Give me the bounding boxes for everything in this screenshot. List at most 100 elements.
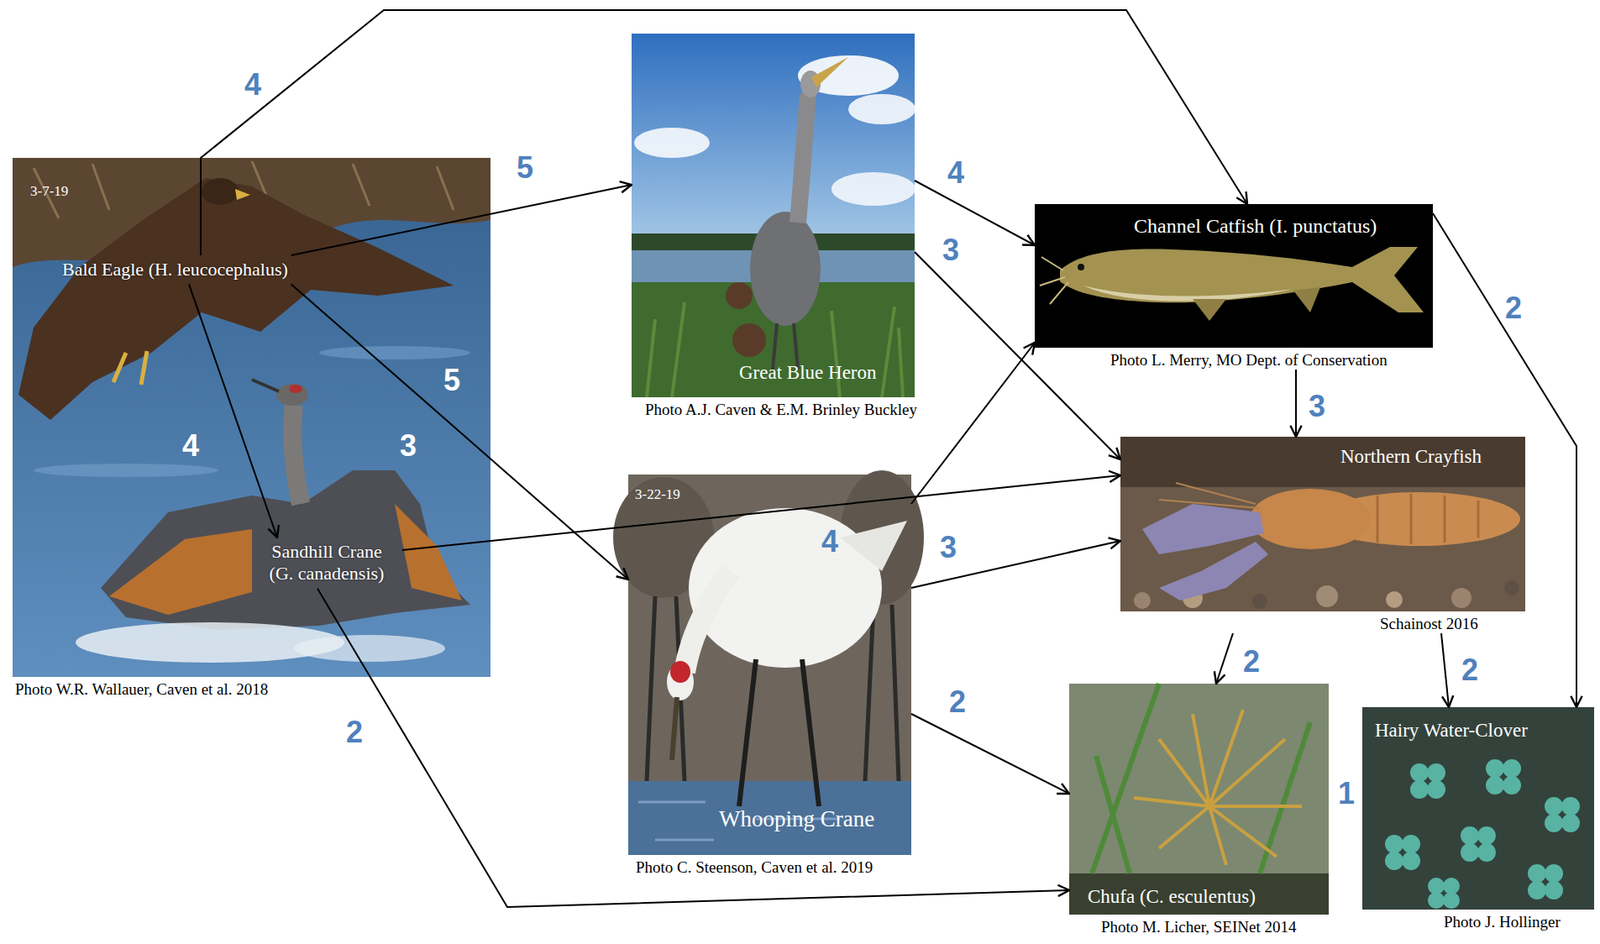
- text-slot: 3-7-19: [30, 183, 69, 200]
- heron-photo-shape: [732, 323, 766, 357]
- eagle-crane-photo-shape: [235, 188, 251, 200]
- trophic-level-number: 4: [182, 430, 200, 462]
- water-clover-photo-shape-shape: [1502, 776, 1522, 795]
- eagle-crane-photo-shape: [293, 634, 446, 662]
- water-clover-photo-shape: [1362, 707, 1595, 910]
- water-clover-photo-shape-shape: [1485, 759, 1505, 778]
- water-clover-photo-shape-shape: [1527, 881, 1547, 900]
- heron-photo: [631, 33, 916, 398]
- eagle-crane-photo-shape: [109, 529, 252, 615]
- crayfish-photo: [1120, 436, 1526, 612]
- chufa-photo: [1069, 683, 1329, 915]
- trophic-level-number: 3: [939, 532, 957, 563]
- chufa-photo-shape: [1091, 683, 1311, 874]
- water-clover-photo-shape-shape: [1561, 813, 1580, 833]
- eagle-crane-photo-shape: [201, 178, 239, 205]
- text-slot: 3-22-19: [634, 486, 681, 504]
- crayfish-photo-shape: [1252, 593, 1268, 609]
- water-clover-photo-shape-shape: [1384, 851, 1404, 871]
- photo-frame: 3-22-19Whooping Crane: [628, 474, 912, 856]
- eagle-crane-photo-shape: [18, 178, 454, 420]
- text-slot: Hairy Water-Clover: [1374, 718, 1528, 743]
- feeding-arrow: [200, 10, 1248, 256]
- species-name: Whooping Crane: [718, 805, 875, 833]
- heron-photo-shape: [750, 211, 821, 326]
- water-clover-photo-shape-shape: [1477, 826, 1496, 845]
- crayfish-photo-shape: [1159, 541, 1269, 601]
- trophic-level-number: 2: [949, 687, 966, 718]
- credit-line: Photo J. Hollinger: [1362, 909, 1595, 932]
- feeding-arrow: [911, 342, 1035, 504]
- number-slot: 4: [182, 430, 200, 462]
- trophic-level-number: 2: [1243, 646, 1260, 677]
- number-slot: 4: [244, 69, 262, 100]
- water-clover-photo-shape-shape: [1544, 881, 1564, 900]
- eagle-crane-photo-shape: [276, 383, 309, 406]
- water-clover-photo-shape-shape: [1442, 891, 1460, 909]
- eagle-crane-photo-shape: [113, 351, 147, 385]
- whooping-crane-photo-shape: [739, 659, 819, 807]
- photo-frame: Northern Crayfish: [1120, 436, 1526, 612]
- photo-credit: Schainost 2016: [1379, 614, 1479, 634]
- whooping-crane-photo: [613, 470, 924, 856]
- trophic-level-number: 3: [1308, 391, 1326, 422]
- feeding-arrow: [1216, 633, 1233, 684]
- feeding-arrow: [911, 713, 1070, 794]
- catfish-photo-shape: [1077, 263, 1085, 271]
- heron-photo-shape: [797, 94, 808, 223]
- credit-line: Photo A.J. Caven & E.M. Brinley Buckley: [631, 397, 915, 420]
- text-slot: Channel Catfish (I. punctatus): [1133, 214, 1377, 239]
- heron-photo-shape: [634, 127, 710, 158]
- credit-line: Photo L. Merry, MO Dept. of Conservation: [1034, 347, 1433, 370]
- number-slot: 3: [939, 532, 957, 563]
- whooping-crane-photo-shape: [839, 520, 908, 572]
- crayfish-photo-shape: [1504, 580, 1520, 596]
- feeding-arrow: [914, 251, 1121, 460]
- number-slot: 2: [346, 717, 363, 748]
- credit-line: Schainost 2016: [1120, 611, 1526, 634]
- catfish-photo-shape: [1059, 246, 1424, 313]
- heron-photo-shape: [811, 57, 849, 88]
- heron-photo-shape: [848, 94, 916, 125]
- number-slot: 2: [949, 687, 966, 718]
- catfish-photo: [1034, 204, 1433, 348]
- crayfish-photo-shape: [1451, 587, 1472, 609]
- eagle-crane-photo-shape: [251, 379, 279, 392]
- crayfish-photo-shape: [1142, 503, 1265, 555]
- number-slot: 3: [942, 235, 960, 266]
- photo-date: 3-7-19: [30, 183, 69, 200]
- photo-frame: Channel Catfish (I. punctatus): [1034, 204, 1433, 348]
- photo-node: Channel Catfish (I. punctatus) Photo L. M…: [1034, 204, 1433, 370]
- text-slot: Northern Crayfish: [1340, 445, 1482, 469]
- species-name: Chufa (C. esculentus): [1087, 885, 1256, 909]
- number-slot: 3: [399, 430, 417, 462]
- text-slot: Chufa (C. esculentus): [1087, 885, 1256, 909]
- trophic-level-number: 2: [346, 717, 363, 748]
- photo-node: Hairy Water-CloverPhoto J. Hollinger: [1362, 707, 1595, 932]
- water-clover-photo-shape-shape: [1401, 834, 1421, 854]
- photo-frame: 3-7-19: [12, 157, 491, 677]
- trophic-level-number: 2: [1461, 655, 1479, 686]
- whooping-crane-photo-shape: [628, 781, 912, 856]
- water-clover-photo-shape-shape: [1460, 843, 1480, 862]
- feeding-arrow: [402, 475, 1121, 551]
- catfish-photo-shape: [1192, 287, 1321, 321]
- photo-credit: Photo C. Steenson, Caven et al. 2019: [635, 858, 873, 877]
- whooping-crane-photo-shape: [670, 660, 691, 683]
- photo-credit: Photo W.R. Wallauer, Caven et al. 2018: [15, 680, 268, 699]
- photo-node: 3-22-19Whooping CranePhoto C. Steenson, …: [628, 474, 912, 877]
- trophic-level-number: 1: [1337, 778, 1355, 809]
- number-slot: 3: [1308, 391, 1326, 422]
- water-clover-photo-shape: [1384, 759, 1580, 909]
- whooping-crane-photo-shape: [684, 571, 731, 672]
- trophic-level-number: 2: [1505, 293, 1522, 324]
- number-slot: 5: [516, 152, 534, 184]
- photo-frame: Chufa (C. esculentus): [1069, 683, 1329, 915]
- credit-line: Photo M. Licher, SEINet 2014: [1069, 914, 1329, 937]
- crayfish-photo-shape: [1316, 585, 1338, 608]
- number-slot: 5: [443, 365, 461, 396]
- water-clover-photo-shape-shape: [1460, 826, 1480, 845]
- photo-credit: Photo A.J. Caven & E.M. Brinley Buckley: [645, 400, 918, 420]
- water-clover-photo-shape-shape: [1384, 834, 1404, 854]
